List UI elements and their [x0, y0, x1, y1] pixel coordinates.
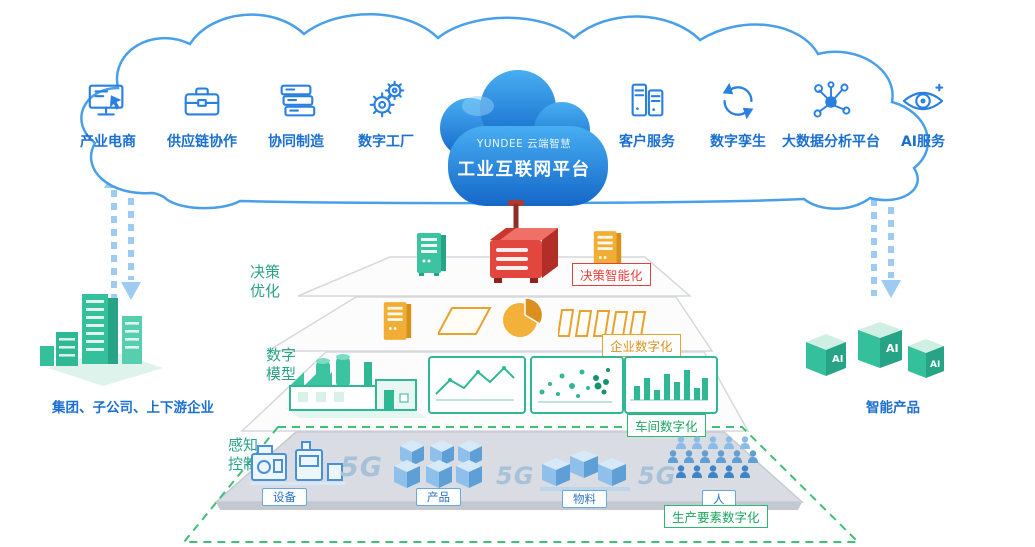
- decision-controller-machine-icon: [490, 228, 558, 283]
- service-label: 数字工厂: [358, 134, 414, 150]
- yellow-cabinet-icon: [383, 302, 412, 340]
- enterprise-tag: 企业数字化: [602, 334, 681, 357]
- line-chart-monitor: [428, 356, 526, 414]
- people-crowd-icon: [668, 436, 758, 478]
- material-chip: 物料: [562, 490, 607, 508]
- perception-side-label: 感知 控制: [227, 436, 258, 473]
- service-digital-twin: 数字孪生: [677, 78, 799, 151]
- equipment-icon: [250, 441, 346, 485]
- briefcase-icon: [184, 87, 220, 116]
- ai-box-label: AI: [832, 354, 843, 365]
- fiveg-label-3: 5G: [638, 462, 677, 490]
- service-label: 协同制造: [268, 134, 324, 150]
- fiveg-label-1: 5G: [340, 452, 383, 483]
- line-chart-icon: [435, 366, 515, 401]
- service-big-data-platform: 大数据分析平台: [770, 78, 892, 151]
- platform-cloud: [440, 70, 608, 206]
- left-entity-label: 集团、子公司、上下游企业: [52, 400, 214, 416]
- workshop-tag: 车间数字化: [627, 414, 706, 437]
- model-side-label: 数字 模型: [265, 346, 296, 383]
- production-dashed-boundary: [181, 426, 861, 543]
- decision-tag: 决策智能化: [572, 263, 651, 286]
- group-buildings-icon: [40, 294, 163, 386]
- product-cubes-icon: [394, 440, 482, 488]
- material-boxes-icon: [540, 450, 630, 491]
- factory-icon: [285, 354, 428, 418]
- production-tag: 生产要素数字化: [664, 505, 768, 528]
- product-chip: 产品: [416, 488, 461, 506]
- green-server-cabinet-icon: [417, 233, 446, 276]
- service-customer-service: 客户服务: [586, 78, 708, 151]
- service-label: 供应链协作: [167, 134, 237, 150]
- service-ai: AI服务: [862, 78, 984, 151]
- monitor-commerce-icon: [88, 84, 124, 116]
- scatter-chart-icon: [538, 368, 612, 403]
- fiveg-label-2: 5G: [496, 462, 535, 490]
- ai-box-label: AI: [886, 342, 899, 355]
- service-label: 产业电商: [80, 134, 136, 150]
- molecule-icon: [813, 81, 851, 118]
- perception-slab-front-edge: [216, 502, 802, 510]
- service-supply-chain: 供应链协作: [141, 78, 263, 151]
- service-label: 大数据分析平台: [782, 134, 880, 150]
- equipment-chip: 设备: [262, 488, 307, 506]
- smart-products-icon: AI AI AI: [806, 322, 944, 378]
- platform-cloud-text: YUNDEE 云端智慧 工业互联网平台: [440, 136, 608, 181]
- data-sheet-icon: [438, 307, 492, 335]
- gears-icon: [369, 80, 405, 118]
- scatter-chart-monitor: [530, 356, 624, 414]
- server-icon: [631, 83, 664, 117]
- service-label: 客户服务: [619, 134, 675, 150]
- bar-chart-monitor: [624, 356, 718, 414]
- service-industry-ecommerce: 产业电商: [47, 78, 169, 151]
- pie-chart-icon: [503, 297, 544, 337]
- platform-title: 工业互联网平台: [457, 160, 591, 180]
- bar-chart-icon: [630, 370, 708, 401]
- cloud-platform-connector: [508, 200, 524, 234]
- ai-box-label: AI: [930, 360, 940, 370]
- service-digital-factory: 数字工厂: [325, 78, 447, 151]
- service-label: 数字孪生: [710, 134, 766, 150]
- service-collaborative-manufacturing: 协同制造: [235, 78, 357, 151]
- decision-side-label: 决策 优化: [249, 263, 280, 300]
- right-entity-label: 智能产品: [866, 400, 920, 416]
- service-label: AI服务: [900, 134, 946, 150]
- eye-icon: [902, 83, 944, 111]
- stacked-docs-icon: [280, 84, 316, 117]
- twin-arrows-icon: [722, 82, 754, 120]
- platform-brand: YUNDEE 云端智慧: [476, 138, 572, 150]
